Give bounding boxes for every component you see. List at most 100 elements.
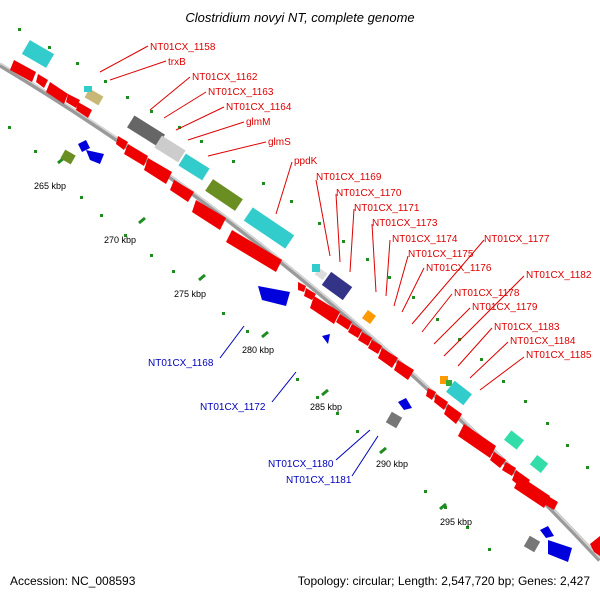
gene-label-nt01cx-1183: NT01CX_1183	[494, 322, 560, 333]
rev-gene-1	[78, 140, 90, 152]
gene-cyan-1	[21, 40, 55, 68]
rev-gene-olive	[60, 149, 76, 165]
gene-label-trxb: trxB	[168, 57, 186, 68]
gene-red-12	[298, 282, 306, 292]
tick-label-295: 295 kbp	[440, 517, 472, 527]
genome-summary-text: Topology: circular; Length: 2,547,720 bp…	[297, 574, 590, 588]
rev-gene-gray	[385, 411, 403, 429]
gene-red-30	[590, 536, 600, 556]
reverse-leader-lines	[219, 325, 379, 477]
gene-red-2	[36, 74, 48, 88]
gene-red-8	[144, 158, 172, 184]
gene-red-18	[368, 340, 382, 354]
gene-cyan-5	[312, 264, 320, 272]
gene-label-nt01cx-1178: NT01CX_1178	[454, 288, 520, 299]
gene-label-nt01cx-1181: NT01CX_1181	[286, 475, 352, 486]
gene-red-22	[434, 394, 448, 410]
gene-orange-1	[362, 310, 376, 324]
rev-gene-3	[258, 286, 290, 306]
gene-label-nt01cx-1177: NT01CX_1177	[484, 234, 550, 245]
rev-gene-2	[86, 150, 104, 164]
gene-red-17	[358, 332, 372, 346]
gene-red-19	[378, 348, 398, 368]
gene-label-nt01cx-1182: NT01CX_1182	[526, 270, 592, 281]
gene-red-9	[170, 180, 194, 202]
gene-mint-1	[504, 430, 524, 450]
gene-cyan-3	[178, 153, 210, 181]
reverse-genes	[60, 140, 572, 562]
tick-label-280: 280 kbp	[242, 345, 274, 355]
gene-red-24	[458, 424, 496, 458]
gene-red-26	[502, 462, 516, 476]
gene-darkgray	[127, 115, 165, 147]
gene-label-nt01cx-1175: NT01CX_1175	[408, 249, 474, 260]
map-title: Clostridium novyi NT, complete genome	[185, 10, 415, 25]
gene-cyan-6	[446, 380, 472, 406]
gene-label-nt01cx-1180: NT01CX_1180	[268, 459, 334, 470]
gene-label-nt01cx-1158: NT01CX_1158	[150, 42, 216, 53]
gene-red-21	[426, 388, 436, 400]
rev-gene-6	[540, 526, 554, 538]
forward-genes	[10, 40, 600, 556]
gene-label-nt01cx-1173: NT01CX_1173	[372, 218, 438, 229]
tick-labels: 265 kbp 270 kbp 275 kbp 280 kbp 285 kbp …	[34, 181, 472, 527]
gene-label-nt01cx-1170: NT01CX_1170	[336, 188, 402, 199]
rev-gene-gray-2	[523, 535, 541, 553]
gene-label-glmm: glmM	[246, 117, 270, 128]
forward-leader-lines	[99, 45, 525, 391]
tick-label-290: 290 kbp	[376, 459, 408, 469]
gene-mint-2	[529, 454, 549, 474]
gene-label-ppdk: ppdK	[294, 156, 318, 167]
gene-label-nt01cx-1162: NT01CX_1162	[192, 72, 258, 83]
gene-red-28	[514, 476, 550, 508]
gene-cyan-2	[84, 86, 92, 92]
rev-gene-4	[322, 334, 330, 344]
reverse-labels: NT01CX_1168 NT01CX_1172 NT01CX_1180 NT01…	[148, 358, 352, 486]
gene-red-16	[348, 324, 362, 338]
gene-red-11	[226, 230, 282, 272]
gene-label-nt01cx-1169: NT01CX_1169	[316, 172, 382, 183]
forward-guide-dots	[18, 28, 589, 469]
rev-gene-5	[398, 398, 412, 410]
gene-label-nt01cx-1176: NT01CX_1176	[426, 263, 492, 274]
gene-red-20	[394, 360, 414, 380]
gene-olive	[205, 179, 243, 211]
gene-label-glms: glmS	[268, 137, 291, 148]
gene-label-nt01cx-1164: NT01CX_1164	[226, 102, 292, 113]
gene-red-5	[76, 102, 92, 118]
gene-label-nt01cx-1171: NT01CX_1171	[354, 203, 420, 214]
tick-label-275: 275 kbp	[174, 289, 206, 299]
gene-label-nt01cx-1174: NT01CX_1174	[392, 234, 458, 245]
gene-label-nt01cx-1168: NT01CX_1168	[148, 358, 214, 369]
gene-red-3	[46, 82, 68, 104]
gene-cyan-4	[243, 207, 295, 249]
reverse-guide-dots	[8, 126, 491, 551]
tick-marks	[57, 156, 447, 511]
tick-label-285: 285 kbp	[310, 402, 342, 412]
gene-label-nt01cx-1163: NT01CX_1163	[208, 87, 274, 98]
gene-red-29	[544, 496, 558, 510]
accession-text: Accession: NC_008593	[10, 574, 136, 588]
gene-red-14	[310, 296, 340, 324]
tick-label-265: 265 kbp	[34, 181, 66, 191]
gene-lightgray	[154, 135, 186, 163]
gene-label-nt01cx-1179: NT01CX_1179	[472, 302, 538, 313]
gene-red-13	[304, 288, 316, 300]
forward-labels: NT01CX_1158 trxB NT01CX_1162 NT01CX_1163…	[150, 42, 592, 361]
gene-label-nt01cx-1172: NT01CX_1172	[200, 402, 266, 413]
gene-red-15	[336, 314, 352, 330]
gene-label-nt01cx-1185: NT01CX_1185	[526, 350, 592, 361]
gene-red-1	[10, 60, 36, 82]
gene-red-7	[124, 144, 148, 166]
gene-red-23	[444, 404, 462, 424]
gene-navy	[321, 271, 353, 301]
rev-gene-7	[548, 540, 572, 562]
gene-red-25	[490, 452, 506, 468]
tick-label-270: 270 kbp	[104, 235, 136, 245]
gene-orange-2	[440, 376, 448, 384]
gene-red-6	[116, 136, 128, 150]
gene-label-nt01cx-1184: NT01CX_1184	[510, 336, 576, 347]
gene-green-small	[446, 380, 452, 386]
gene-red-4	[66, 94, 80, 108]
